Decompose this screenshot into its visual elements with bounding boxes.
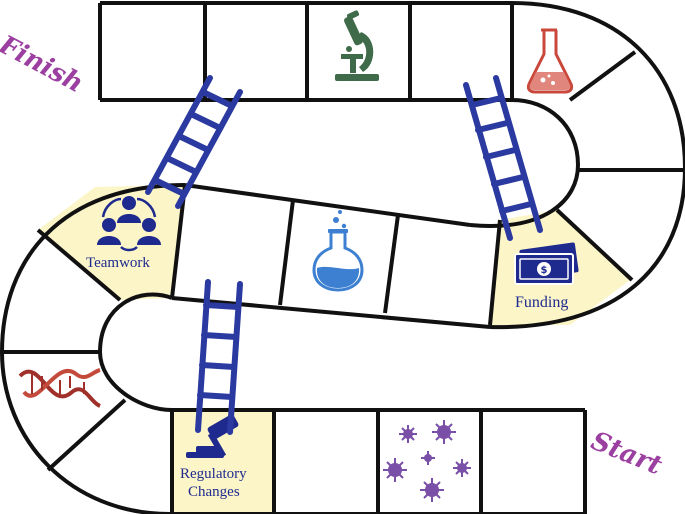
money-icon: $ xyxy=(514,242,579,285)
round-flask-icon xyxy=(312,210,364,292)
svg-text:$: $ xyxy=(541,265,548,276)
ladder-regulatory-to-middle xyxy=(195,279,243,435)
virus-icon xyxy=(383,420,471,502)
microscope-icon xyxy=(335,10,379,81)
flask-icon xyxy=(526,28,574,94)
ladder-funding-to-top xyxy=(463,75,543,241)
ladders xyxy=(145,75,543,435)
ladder-teamwork-to-top xyxy=(145,75,243,209)
team-icon xyxy=(97,196,161,252)
dna-icon xyxy=(18,368,102,408)
